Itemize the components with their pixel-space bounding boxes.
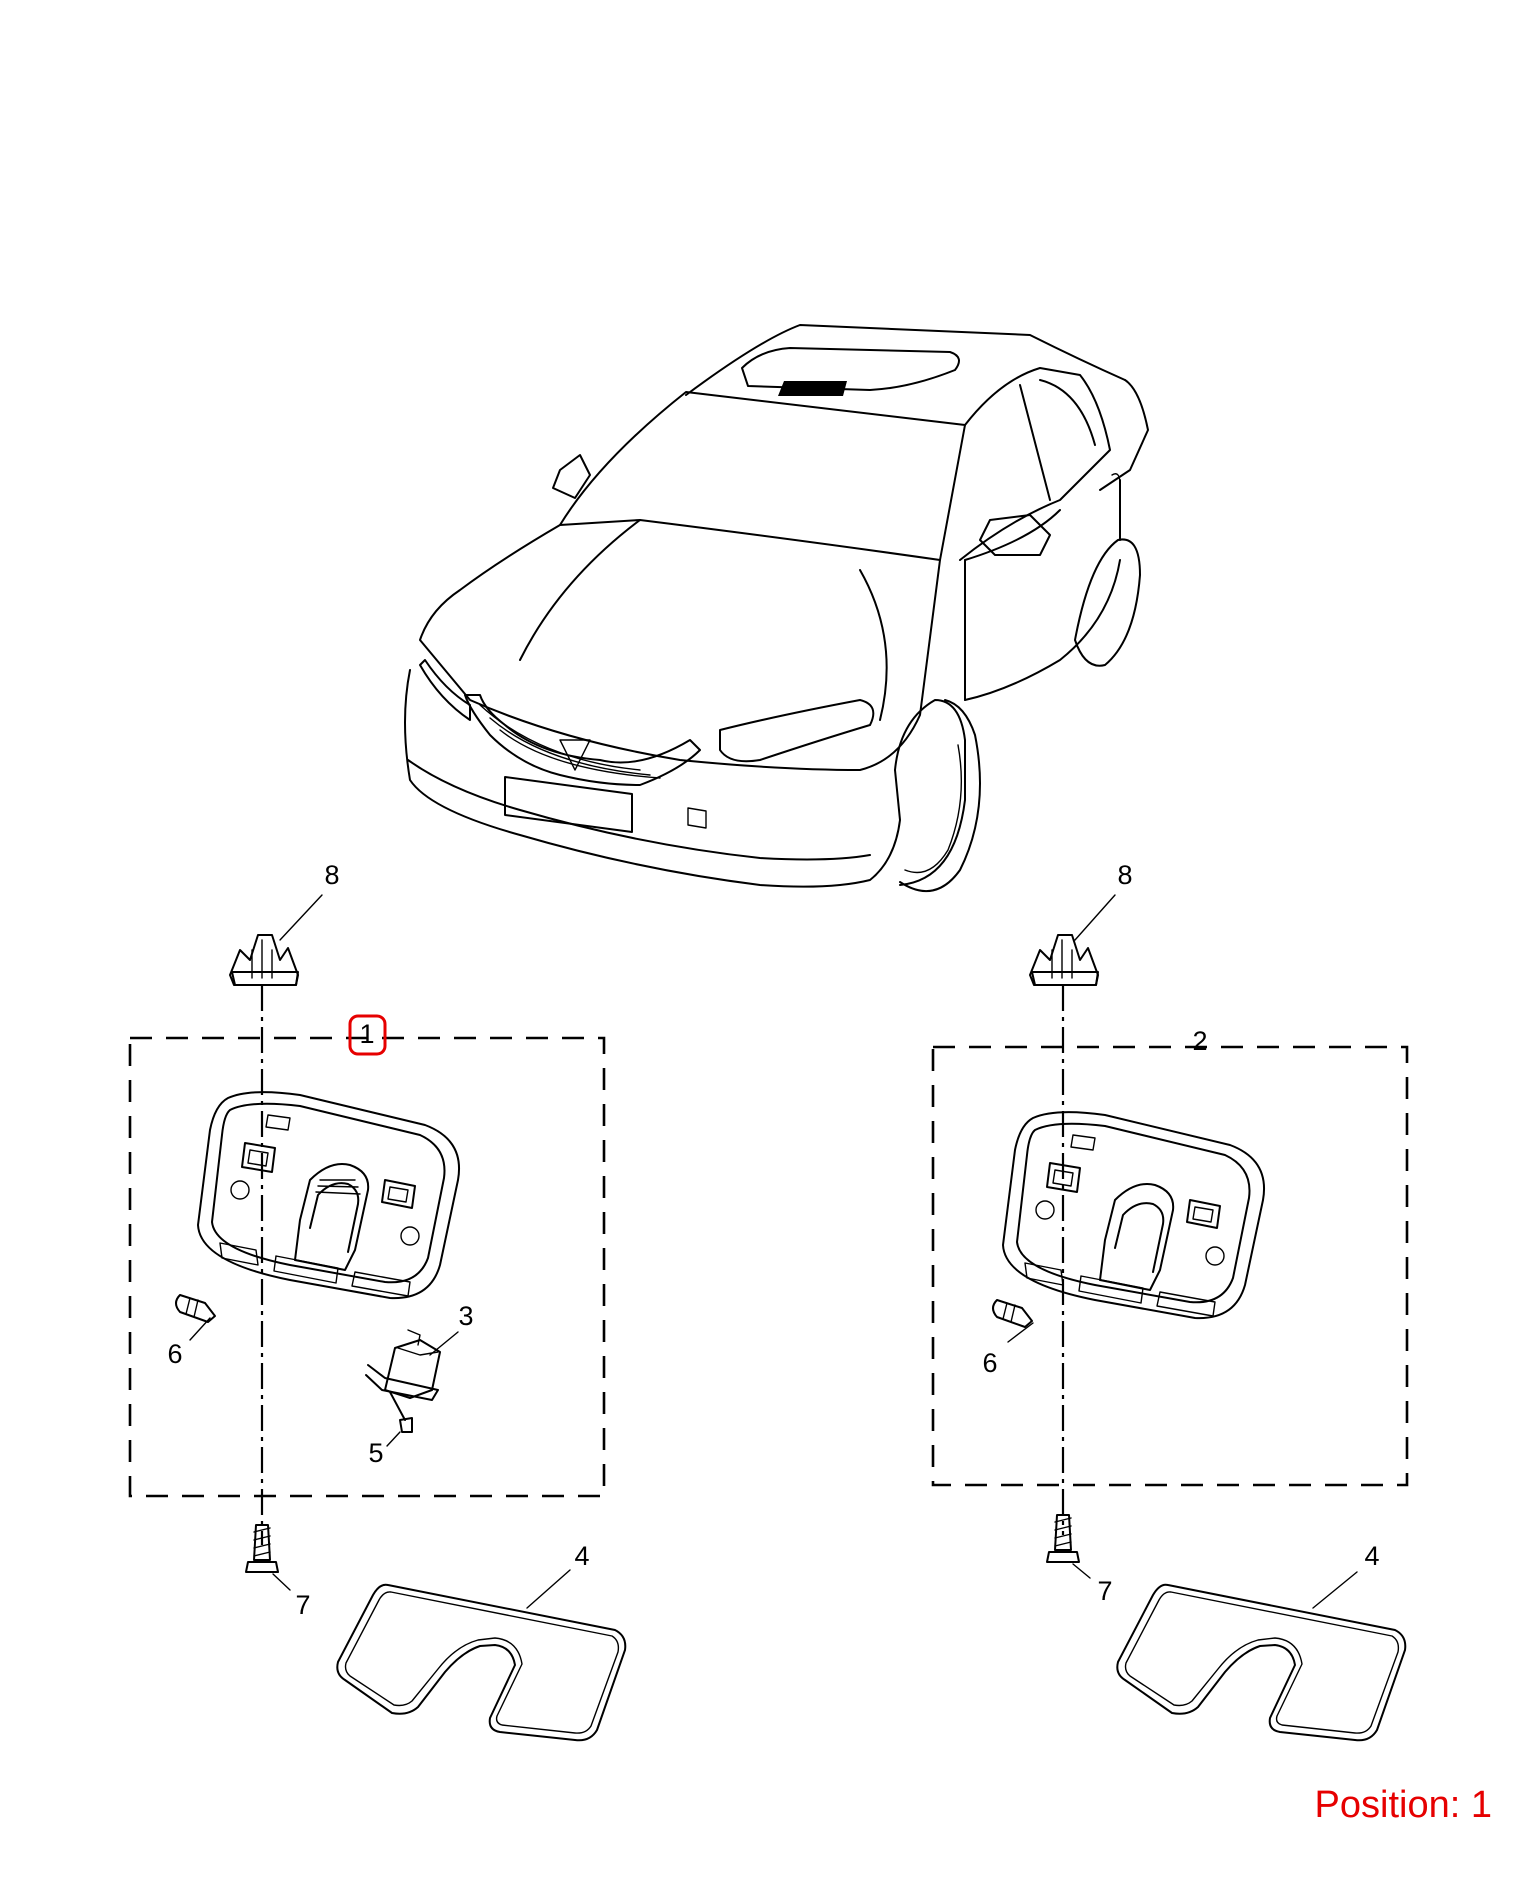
license-plate [504,776,633,833]
small-screw[interactable] [389,1391,413,1433]
right-assembly: 8 2 6 [931,860,1409,1742]
mounting-screw-left[interactable] [245,1524,279,1573]
leader-3 [429,1331,459,1356]
car-illustration [404,324,1149,892]
leader-5 [386,1431,401,1447]
assembly-box-1 [128,1036,606,1498]
callout-7-left[interactable]: 7 [295,1590,310,1620]
callout-5[interactable]: 5 [368,1438,383,1468]
callout-4-left[interactable]: 4 [574,1541,589,1571]
assembly-box-2 [931,1045,1409,1487]
callout-8-right[interactable]: 8 [1117,860,1132,890]
callout-1[interactable]: 1 [359,1019,374,1049]
retaining-clip-right[interactable] [1029,934,1099,986]
selected-callout-highlight [348,1014,387,1056]
overhead-console-location-marker [778,381,847,396]
callout-7-right[interactable]: 7 [1097,1576,1112,1606]
cover-pad-left[interactable] [336,1583,627,1742]
callout-8-left[interactable]: 8 [324,860,339,890]
leader-4-left [526,1569,571,1609]
position-label: Position: 1 [1315,1784,1492,1826]
festoon-bulb-right[interactable] [992,1299,1033,1328]
lamp-unit[interactable] [365,1329,441,1401]
overhead-console-housing-left[interactable] [197,1091,460,1300]
retaining-clip-left[interactable] [229,934,299,986]
leader-7-right [1072,1563,1091,1579]
callout-4-right[interactable]: 4 [1364,1541,1379,1571]
callout-6-right[interactable]: 6 [982,1348,997,1378]
callout-3[interactable]: 3 [458,1301,473,1331]
callout-2[interactable]: 2 [1192,1026,1207,1056]
leader-8-left [279,894,323,941]
mounting-screw-right[interactable] [1046,1514,1080,1563]
leader-8-right [1074,894,1116,941]
leader-6-right [1007,1322,1034,1343]
callout-6-left[interactable]: 6 [167,1339,182,1369]
overhead-console-housing-right[interactable] [1002,1111,1265,1320]
cover-pad-right[interactable] [1116,1583,1407,1742]
leader-4-right [1312,1571,1358,1609]
left-assembly: 8 1 6 [128,860,627,1742]
festoon-bulb-left[interactable] [175,1294,216,1323]
leader-7-left [272,1573,291,1591]
leader-6-left [189,1317,211,1341]
